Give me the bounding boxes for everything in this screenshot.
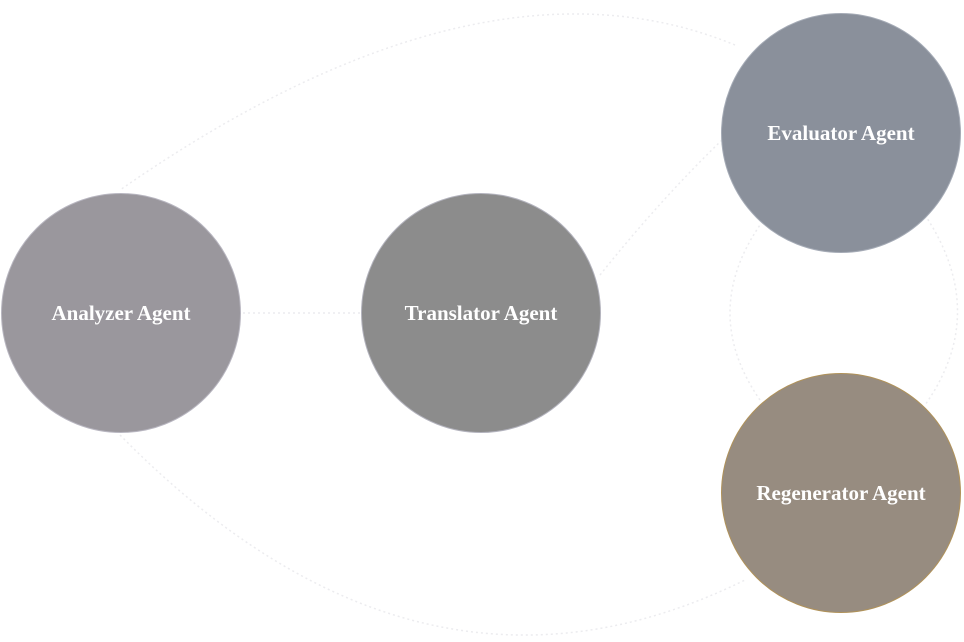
edge-translator-evaluator xyxy=(599,139,723,276)
node-label: Translator Agent xyxy=(404,300,558,325)
regenerator-agent-node[interactable]: Regenerator Agent xyxy=(721,373,961,613)
edge-evaluator-regenerator xyxy=(924,214,959,406)
analyzer-agent-node[interactable]: Analyzer Agent xyxy=(1,193,241,433)
edge-analyzer-regenerator xyxy=(119,434,746,636)
node-label: Analyzer Agent xyxy=(51,300,191,325)
translator-agent-node[interactable]: Translator Agent xyxy=(361,193,601,433)
node-label: Evaluator Agent xyxy=(767,120,915,145)
evaluator-agent-node[interactable]: Evaluator Agent xyxy=(721,13,961,253)
node-label: Regenerator Agent xyxy=(756,480,926,505)
edge-evaluator-analyzer xyxy=(119,13,736,191)
edge-regenerator-evaluator xyxy=(729,224,761,401)
